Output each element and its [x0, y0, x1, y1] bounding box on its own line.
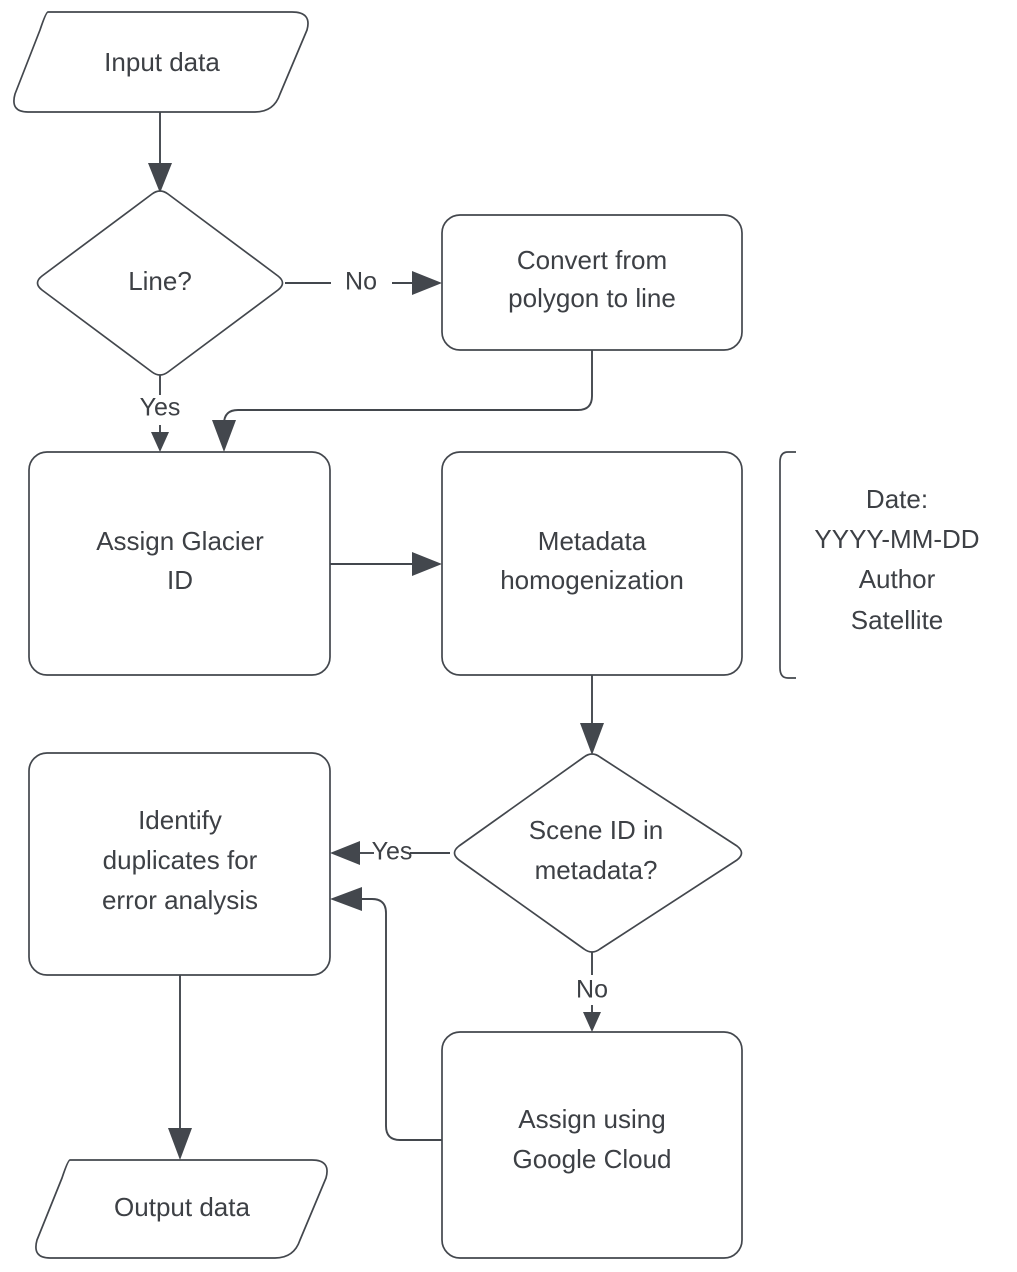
scene-id-decision-label-line1: Scene ID in — [529, 815, 663, 845]
arrowhead-icon — [330, 841, 360, 865]
metadata-homogenization-shape — [441, 451, 743, 676]
edge-label-line-no: No — [345, 268, 377, 296]
assign-google-cloud-label-line1: Assign using — [518, 1104, 665, 1134]
annotation-line2: YYYY-MM-DD — [814, 524, 979, 554]
edge-convert-to-assign — [212, 350, 593, 452]
assign-glacier-id-label-line2: ID — [167, 565, 193, 595]
arrowhead-icon — [412, 271, 442, 295]
edge-line-yes-to-assign — [151, 373, 169, 452]
convert-label-line1: Convert from — [517, 245, 667, 275]
edges-layer: Convert --> Assign Glacier ID --> — [148, 112, 604, 1160]
arrowhead-icon — [412, 552, 442, 576]
identify-duplicates-label-line1: Identify — [138, 805, 222, 835]
arrowhead-icon — [148, 163, 172, 193]
edge-scene-yes-to-identify — [330, 841, 450, 865]
annotation-line3: Author — [859, 564, 936, 594]
annotation-line4: Satellite — [851, 605, 944, 635]
node-line-decision[interactable]: Line? — [36, 190, 284, 376]
node-convert[interactable]: Convert from polygon to line — [441, 214, 743, 351]
edge-input-to-line — [148, 112, 172, 193]
identify-duplicates-label-line2: duplicates for — [103, 845, 258, 875]
convert-shape — [441, 214, 743, 351]
identify-duplicates-shape — [28, 752, 331, 976]
arrowhead-icon — [212, 420, 236, 452]
assign-google-cloud-label-line2: Google Cloud — [513, 1144, 672, 1174]
scene-id-decision-label-line2: metadata? — [535, 855, 658, 885]
node-output-data[interactable]: Output data — [35, 1159, 328, 1259]
line-decision-shape — [36, 190, 284, 376]
node-input-data[interactable]: Input data — [13, 11, 309, 113]
assign-glacier-id-shape — [28, 451, 331, 676]
arrowhead-icon — [583, 1012, 601, 1032]
edge-line-no-to-convert — [285, 271, 442, 295]
metadata-homogenization-label-line1: Metadata — [538, 526, 647, 556]
assign-glacier-id-label-line1: Assign Glacier — [96, 526, 264, 556]
input-data-shape — [13, 11, 309, 113]
edge-identify-to-output — [168, 975, 192, 1160]
node-scene-id-decision[interactable]: Scene ID in metadata? — [453, 753, 743, 953]
node-identify-duplicates[interactable]: Identify duplicates for error analysis — [28, 752, 331, 976]
output-data-label: Output data — [114, 1192, 250, 1222]
node-metadata-homogenization[interactable]: Metadata homogenization — [441, 451, 743, 676]
output-data-shape — [35, 1159, 328, 1259]
line-decision-label: Line? — [128, 266, 192, 296]
edge-labels-layer: No Yes Yes No — [140, 268, 608, 1004]
assign-google-cloud-shape — [441, 1031, 743, 1259]
edge-label-scene-no: No — [576, 976, 608, 1004]
node-assign-google-cloud[interactable]: Assign using Google Cloud — [441, 1031, 743, 1259]
edge-assign-to-metadata — [330, 552, 442, 576]
edge-label-line-yes: Yes — [140, 394, 181, 422]
node-assign-glacier-id[interactable]: Assign Glacier ID — [28, 451, 331, 676]
scene-id-decision-shape — [453, 753, 743, 953]
metadata-homogenization-label-line2: homogenization — [500, 565, 684, 595]
edge-cloud-to-identify — [330, 887, 442, 1141]
annotation-line1: Date: — [866, 484, 928, 514]
arrowhead-icon — [580, 723, 604, 755]
metadata-annotation: Date: YYYY-MM-DD Author Satellite — [779, 451, 980, 679]
convert-label-line2: polygon to line — [508, 283, 676, 313]
input-data-label: Input data — [104, 47, 220, 77]
bracket-icon — [779, 451, 796, 679]
edge-label-scene-yes: Yes — [372, 838, 413, 866]
edge-scene-no-to-cloud — [583, 950, 601, 1032]
edge-metadata-to-scene — [580, 675, 604, 755]
identify-duplicates-label-line3: error analysis — [102, 885, 258, 915]
arrowhead-icon — [151, 432, 169, 452]
arrowhead-icon — [330, 887, 362, 911]
arrowhead-icon — [168, 1128, 192, 1160]
